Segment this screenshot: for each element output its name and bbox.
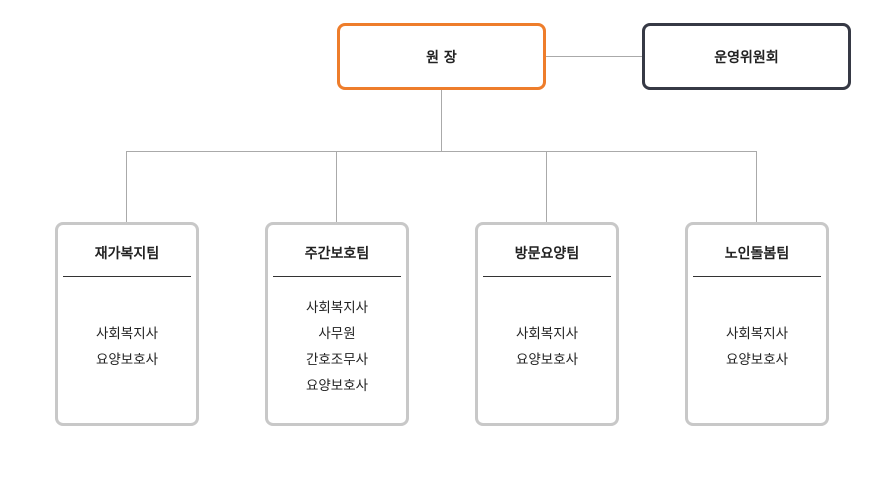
role-item: 요양보호사	[725, 351, 789, 368]
role-item: 요양보호사	[95, 351, 159, 368]
role-item: 요양보호사	[305, 377, 369, 394]
committee-box: 운영위원회	[642, 23, 851, 90]
team-title: 주간보호팀	[273, 239, 401, 277]
team-roles: 사회복지사 사무원 간호조무사 요양보호사	[268, 276, 406, 423]
role-item: 사회복지사	[515, 325, 579, 342]
team-title: 방문요양팀	[483, 239, 611, 277]
team-3-connector	[546, 151, 547, 222]
role-item: 요양보호사	[515, 351, 579, 368]
director-committee-connector	[546, 56, 642, 57]
team-2-connector	[336, 151, 337, 222]
team-4-connector	[756, 151, 757, 222]
team-roles: 사회복지사 요양보호사	[58, 276, 196, 423]
team-box-visiting-care: 방문요양팀 사회복지사 요양보호사	[475, 222, 619, 426]
team-title: 노인돌봄팀	[693, 239, 821, 277]
director-box: 원 장	[337, 23, 546, 90]
team-box-day-care: 주간보호팀 사회복지사 사무원 간호조무사 요양보호사	[265, 222, 409, 426]
role-item: 사회복지사	[95, 325, 159, 342]
team-box-elderly-care: 노인돌봄팀 사회복지사 요양보호사	[685, 222, 829, 426]
team-title: 재가복지팀	[63, 239, 191, 277]
team-roles: 사회복지사 요양보호사	[688, 276, 826, 423]
team-horizontal-connector	[126, 151, 757, 152]
team-roles: 사회복지사 요양보호사	[478, 276, 616, 423]
director-trunk-connector	[441, 90, 442, 151]
role-item: 사회복지사	[725, 325, 789, 342]
team-1-connector	[126, 151, 127, 222]
role-item: 사무원	[318, 325, 356, 342]
director-label: 원 장	[426, 49, 457, 66]
team-box-home-welfare: 재가복지팀 사회복지사 요양보호사	[55, 222, 199, 426]
committee-label: 운영위원회	[714, 49, 779, 66]
role-item: 사회복지사	[305, 299, 369, 316]
role-item: 간호조무사	[305, 351, 369, 368]
